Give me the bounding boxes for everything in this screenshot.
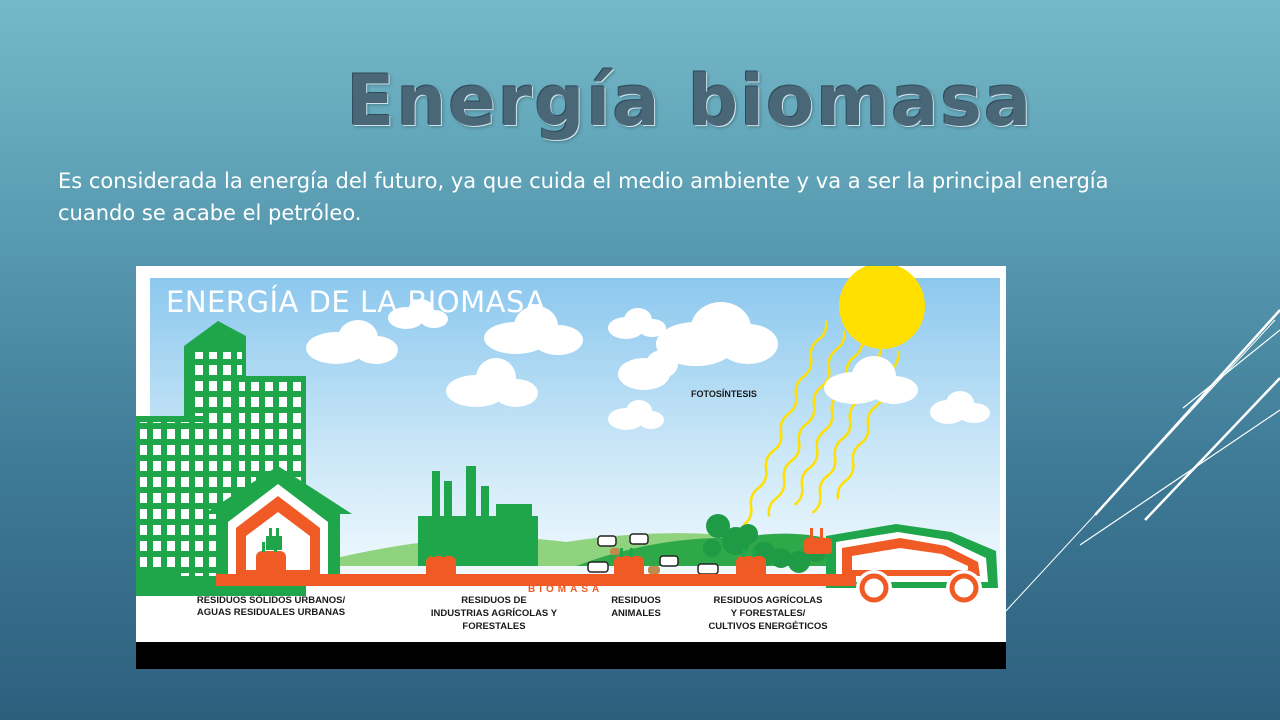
clouds (306, 299, 990, 430)
caption-industry-line1: RESIDUOS DE (461, 595, 526, 606)
caption-industry-line3: FORESTALES (462, 621, 525, 632)
cloud (608, 400, 664, 430)
cloud (930, 391, 990, 424)
cloud (618, 350, 678, 390)
animals-icon (587, 533, 719, 575)
biomass-pipe (216, 542, 856, 586)
deco-line (1079, 409, 1280, 546)
source-captions: RESIDUOS SÓLIDOS URBANOS/ AGUAS RESIDUAL… (197, 594, 828, 632)
car-icon (804, 524, 998, 606)
caption-animals-line2: ANIMALES (611, 608, 661, 619)
sun-icon (839, 266, 925, 349)
deco-line (1004, 319, 1276, 613)
caption-animals-line1: RESIDUOS (611, 595, 661, 606)
photosynthesis-label: FOTOSÍNTESIS (691, 389, 757, 399)
black-strip (136, 642, 1006, 669)
cloud (484, 306, 583, 355)
pipe-label: BIOMASA (528, 584, 603, 595)
cloud (388, 299, 448, 329)
caption-agriculture-line3: CULTIVOS ENERGÉTICOS (708, 621, 827, 632)
infographic-canvas: ENERGÍA DE LA BIOMASA (136, 266, 1006, 669)
slide-title: Energía biomasa (346, 60, 1034, 142)
caption-urban-waste-line1: RESIDUOS SÓLIDOS URBANOS/ (197, 594, 346, 606)
deco-line (1144, 377, 1280, 521)
cloud (656, 302, 778, 366)
sun-rays (742, 320, 900, 526)
cloud (306, 320, 398, 364)
caption-agriculture-line1: RESIDUOS AGRÍCOLAS (714, 595, 823, 606)
caption-agriculture-line2: Y FORESTALES/ (731, 608, 806, 619)
deco-line (1182, 329, 1280, 409)
cloud (608, 308, 666, 339)
cloud (824, 356, 918, 404)
cloud (446, 358, 538, 407)
caption-industry-line2: INDUSTRIAS AGRÍCOLAS Y (431, 608, 558, 619)
slide-body-text: Es considerada la energía del futuro, ya… (58, 169, 1109, 225)
biomass-infographic: ENERGÍA DE LA BIOMASA (136, 266, 1006, 669)
caption-urban-waste-line2: AGUAS RESIDUALES URBANAS (197, 607, 345, 618)
infographic-heading: ENERGÍA DE LA BIOMASA (166, 285, 546, 319)
